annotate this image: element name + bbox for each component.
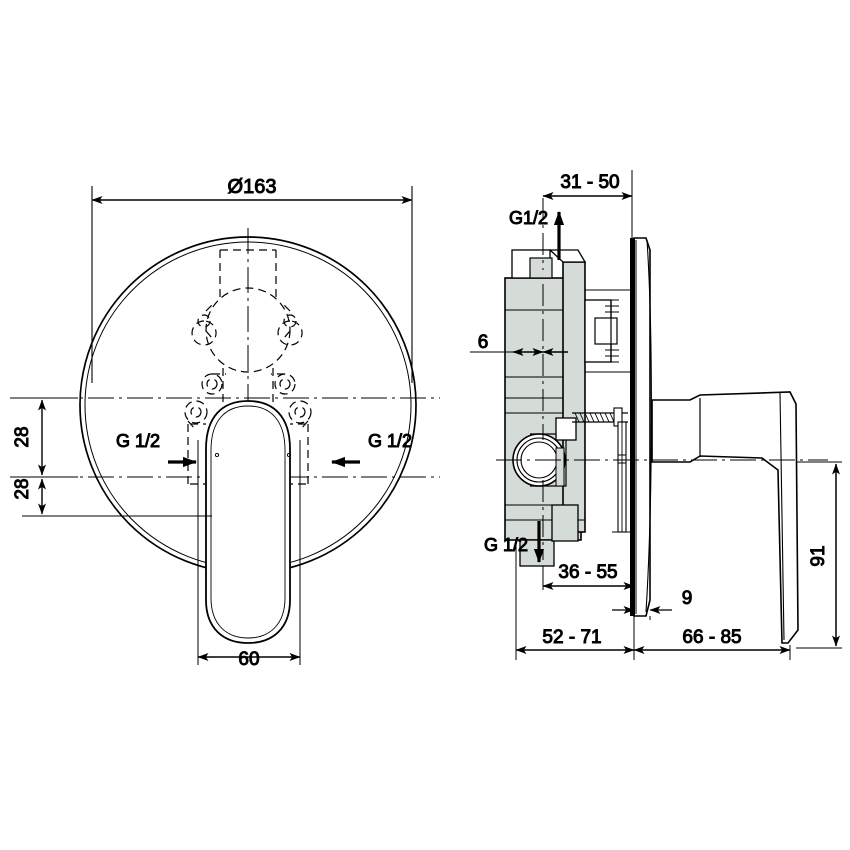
side-view: G1/2 G 1/2 31 - 50 6 36 - 55 [470,170,842,660]
dimension-label-31-50: 31 - 50 [560,172,619,193]
dimension-label-9: 9 [682,588,693,609]
escutcheon-plate-side [630,237,652,617]
cartridge-stem [584,289,636,373]
handle-pin-left [214,452,220,458]
dimension-lever-width-60: 60 [197,440,301,671]
dimension-31-50: 31 - 50 [542,170,633,240]
dimension-diameter-163: Ø163 [91,176,413,383]
dimension-91: 91 [796,461,842,649]
builtin-body [504,249,587,567]
dimension-6: 6 [470,332,568,356]
dimension-28-lower: 28 [12,476,212,517]
inlet-label-right-front: G 1/2 [368,431,412,451]
dimension-label-66-85: 66 - 85 [682,627,741,648]
inlet-label-top-side: G1/2 [509,208,548,228]
lever-handle-front [205,400,292,644]
inlet-label-left-front: G 1/2 [116,431,160,451]
handle-pin-right [286,452,292,458]
dimension-label-28-upper: 28 [12,426,33,447]
dimension-label-60: 60 [238,649,259,670]
dimension-28-upper: 28 [12,397,78,476]
lever-handle-side [651,391,799,644]
fixing-screw [572,407,628,427]
dimension-label-36-55: 36 - 55 [558,562,617,583]
dimension-label-6: 6 [478,332,489,353]
dimension-52-71: 52 - 71 [515,545,635,660]
dimension-9: 9 [612,588,693,620]
dimension-label-52-71: 52 - 71 [542,627,601,648]
dimension-label-91: 91 [808,545,829,566]
dimension-36-55: 36 - 55 [542,540,635,590]
inlet-label-bottom-side: G 1/2 [484,535,528,555]
front-view: Ø163 [10,176,440,671]
dimension-label-diameter: Ø163 [228,176,277,198]
dimension-label-28-lower: 28 [12,478,33,499]
dimension-66-85: 66 - 85 [633,590,791,660]
